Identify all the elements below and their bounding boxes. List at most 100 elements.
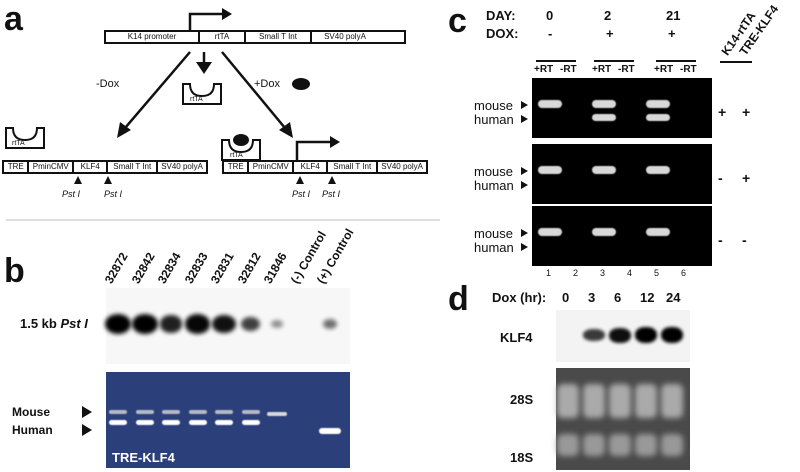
rtta-protein bbox=[182, 83, 222, 105]
mouse-arrowhead bbox=[82, 406, 92, 418]
dox-label: DOX: bbox=[486, 26, 519, 41]
mouse-label: mouse bbox=[474, 226, 514, 241]
gel-band-mouse bbox=[241, 410, 260, 414]
28s-band bbox=[583, 384, 605, 418]
pst-site-marker bbox=[74, 176, 82, 184]
day-value: 0 bbox=[546, 8, 554, 23]
panel-a-arrows bbox=[5, 8, 440, 221]
human-arrowhead bbox=[521, 181, 528, 189]
28s-band bbox=[609, 384, 631, 418]
down-arrow-head bbox=[196, 62, 212, 74]
18s-band bbox=[583, 434, 605, 456]
gel-band-mouse bbox=[135, 410, 154, 414]
gel-band-mouse bbox=[162, 410, 180, 414]
gel-band-human bbox=[319, 428, 341, 434]
pst-label: Pst I bbox=[322, 189, 341, 199]
time-label: 24 bbox=[666, 290, 681, 305]
human-arrowhead bbox=[521, 115, 528, 123]
construct-segment: TRE bbox=[224, 162, 250, 172]
tre-genotype: - bbox=[742, 232, 747, 248]
southern-band bbox=[240, 316, 261, 332]
tre-genotype: + bbox=[742, 170, 751, 186]
group-underline bbox=[656, 60, 696, 62]
plus-dox-label: +Dox bbox=[254, 78, 280, 90]
construct-segment: rtTA bbox=[200, 32, 246, 42]
lane-label: 32831 bbox=[207, 250, 237, 286]
18s-label: 18S bbox=[510, 450, 534, 465]
band-size-label: 1.5 kb Pst I bbox=[20, 316, 88, 331]
time-label: 6 bbox=[614, 290, 622, 305]
rtta-label-bound: rtTA bbox=[230, 152, 243, 159]
rt-pcr-band bbox=[592, 100, 616, 108]
dox-value: - bbox=[548, 26, 553, 41]
klf4-label: KLF4 bbox=[500, 330, 533, 345]
klf4-band bbox=[583, 329, 605, 341]
active-promoter-arrow-head bbox=[330, 136, 340, 148]
tre-construct-off: TRE PminCMV KLF4 Small T Int SV40 polyA bbox=[2, 160, 208, 174]
tre-genotype: + bbox=[742, 104, 751, 120]
time-label: 12 bbox=[640, 290, 655, 305]
construct-segment: SV40 polyA bbox=[324, 32, 366, 41]
28s-label: 28S bbox=[510, 392, 534, 407]
gel-label: TRE-KLF4 bbox=[112, 450, 175, 465]
southern-band bbox=[322, 318, 338, 330]
rt-label: +RT bbox=[534, 64, 554, 75]
panel-a-letter: a bbox=[4, 0, 23, 38]
day-label: DAY: bbox=[486, 8, 516, 23]
construct-segment: KLF4 bbox=[294, 162, 329, 172]
lane-label: 32872 bbox=[101, 250, 131, 286]
construct-segment: SV40 polyA bbox=[381, 162, 423, 171]
k14-genotype: - bbox=[718, 232, 723, 248]
time-label: 0 bbox=[562, 290, 570, 305]
gel-band-human bbox=[241, 420, 260, 425]
rtta-label-left: rtTA bbox=[12, 140, 25, 147]
mouse-arrowhead bbox=[521, 101, 528, 109]
construct-segment: K14 promoter bbox=[106, 32, 200, 42]
klf4-band bbox=[609, 327, 631, 343]
pst-label: Pst I bbox=[62, 189, 81, 199]
gel-band-mouse bbox=[267, 412, 287, 416]
minus-dox-arrow-head bbox=[117, 122, 131, 138]
band-size-text: 1.5 kb bbox=[20, 316, 61, 331]
pst-site-marker bbox=[104, 176, 112, 184]
rt-label: -RT bbox=[618, 64, 635, 75]
group-underline bbox=[594, 60, 634, 62]
construct-segment: SV40 polyA bbox=[161, 162, 203, 171]
18s-band bbox=[557, 434, 579, 456]
gel-band-human bbox=[188, 420, 207, 425]
southern-band bbox=[105, 314, 131, 334]
pst-label: Pst I bbox=[292, 189, 311, 199]
southern-band bbox=[159, 315, 183, 333]
human-label: human bbox=[474, 112, 514, 127]
northern-blot bbox=[556, 310, 690, 362]
human-label: human bbox=[474, 240, 514, 255]
28s-band bbox=[557, 384, 579, 418]
promoter-arrow bbox=[188, 12, 222, 30]
southern-band bbox=[211, 314, 237, 334]
lane-label: 32812 bbox=[234, 250, 264, 286]
panel-d-letter: d bbox=[448, 280, 469, 318]
plus-dox-arrow bbox=[221, 51, 286, 129]
gel-band-human bbox=[135, 420, 154, 425]
mouse-label: Mouse bbox=[12, 405, 51, 419]
group-underline bbox=[536, 60, 576, 62]
rt-pcr-band bbox=[646, 166, 670, 174]
day-value: 2 bbox=[604, 8, 612, 23]
18s-band bbox=[609, 434, 631, 456]
klf4-band bbox=[635, 327, 657, 343]
gel-band-mouse bbox=[109, 410, 127, 414]
lane-number: 1 bbox=[546, 268, 552, 278]
lane-label: 31846 bbox=[260, 250, 290, 286]
band-size-enzyme: Pst I bbox=[60, 316, 88, 331]
dox-hr-label: Dox (hr): bbox=[492, 290, 547, 305]
lane-label: 32842 bbox=[128, 250, 158, 286]
rt-pcr-gel bbox=[532, 78, 712, 138]
k14-genotype: + bbox=[718, 104, 727, 120]
pst-site-marker bbox=[328, 176, 336, 184]
rtta-protein-left bbox=[5, 127, 45, 149]
promoter-arrow-head bbox=[222, 8, 232, 20]
rrna-gel bbox=[556, 368, 690, 470]
rt-pcr-band bbox=[646, 100, 670, 108]
lane-number: 4 bbox=[627, 268, 633, 278]
k14-genotype: - bbox=[718, 170, 723, 186]
